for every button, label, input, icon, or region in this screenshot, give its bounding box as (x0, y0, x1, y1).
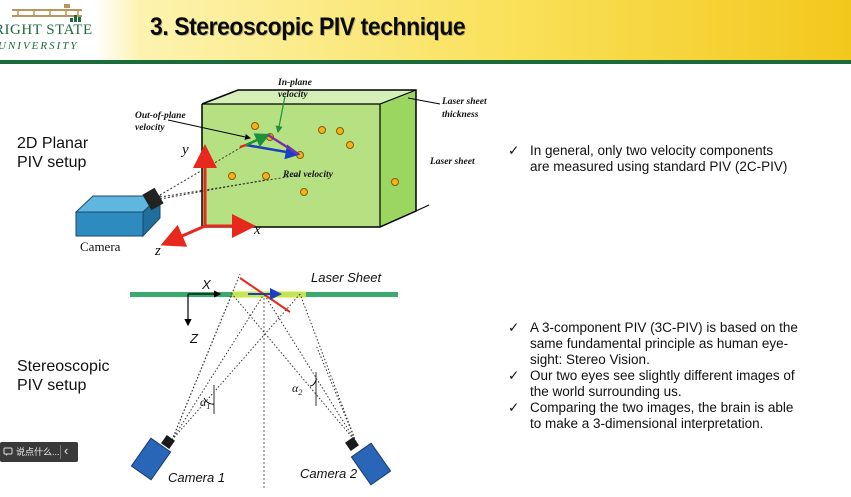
bullets-top: ✓ In general, only two velocity componen… (508, 143, 787, 175)
particle (300, 188, 308, 196)
axis-x-label-bottom: X (201, 277, 212, 292)
particle (318, 126, 326, 134)
alpha-2-symbol: α (292, 381, 299, 395)
real-velocity-label: Real velocity (282, 170, 334, 180)
alpha-2-sub: 2 (298, 388, 302, 397)
particle (391, 178, 399, 186)
axis-y-label: y (180, 142, 189, 158)
camera-label: Camera (80, 239, 121, 254)
axis-z-label: z (154, 243, 161, 259)
laser-sheet-label-bottom: Laser Sheet (311, 270, 382, 285)
bullet-line: In general, only two velocity components (530, 143, 774, 158)
bullet-line: Comparing the two images, the brain is a… (530, 400, 794, 415)
widget-divider (60, 445, 61, 459)
bullet-line: A 3-component PIV (3C-PIV) is based on t… (530, 320, 798, 335)
camera-rays (159, 144, 301, 200)
particle (262, 172, 270, 180)
camera-1-icon (130, 435, 175, 481)
planar-label-line1: 2D Planar (17, 135, 89, 152)
angle-arc-2 (309, 379, 317, 387)
header-bar (0, 0, 851, 62)
comment-widget[interactable]: 说点什么... ‹ (0, 442, 78, 462)
stereo-label-line2: PIV setup (17, 377, 87, 394)
planar-label-line2: PIV setup (17, 154, 87, 171)
alpha-1-sub: 1 (206, 402, 210, 411)
axes-xyz (160, 144, 256, 247)
in-plane-label-2: velocity (278, 90, 308, 100)
collapse-chevron-icon[interactable]: ‹ (64, 443, 69, 458)
bullet-item: ✓ In general, only two velocity componen… (508, 143, 787, 175)
particle (346, 141, 354, 149)
stereo-piv-label: Stereoscopic PIV setup (17, 357, 110, 395)
comment-icon (3, 447, 13, 456)
bullet-item: ✓ Our two eyes see slightly different im… (508, 368, 798, 400)
bullet-line: the world surrounding us. (530, 384, 682, 399)
bullets-bottom: ✓ A 3-component PIV (3C-PIV) is based on… (508, 320, 798, 432)
camera-2-icon (345, 437, 392, 486)
particle (228, 172, 236, 180)
bullet-item: ✓ Comparing the two images, the brain is… (508, 400, 798, 432)
laser-thickness-label-2: thickness (442, 110, 479, 120)
bullet-line: same fundamental principle as human eye- (530, 336, 789, 351)
particle (336, 127, 344, 135)
logo-text-line1: RIGHT STATE (0, 22, 93, 38)
bullet-item: ✓ A 3-component PIV (3C-PIV) is based on… (508, 320, 798, 368)
laser-sheet-label: Laser sheet (429, 157, 475, 167)
planar-piv-label: 2D Planar PIV setup (17, 134, 88, 172)
comment-placeholder[interactable]: 说点什么... (16, 447, 60, 457)
bullet-line: to make a 3-dimensional interpretation. (530, 416, 764, 431)
angle-arc-1 (203, 397, 215, 405)
stereo-label-line1: Stereoscopic (17, 358, 110, 375)
check-icon: ✓ (508, 320, 520, 335)
logo-text-line2: UNIVERSITY (0, 40, 79, 52)
particle (251, 122, 259, 130)
bottom-axes (184, 290, 222, 327)
stereo-rays (171, 273, 357, 443)
alpha-2-label: α2 (292, 381, 302, 397)
check-icon: ✓ (508, 368, 520, 383)
check-icon: ✓ (508, 400, 520, 415)
out-of-plane-label-2: velocity (135, 123, 165, 133)
wright-flyer-icon (12, 4, 82, 22)
slide-title: 3. Stereoscopic PIV technique (150, 13, 466, 41)
in-plane-label-1: In-plane (277, 78, 313, 88)
bullet-line: sight: Stereo Vision. (530, 352, 650, 367)
check-icon: ✓ (508, 143, 520, 158)
axis-z-label-bottom: Z (189, 331, 199, 346)
university-logo: RIGHT STATE UNIVERSITY (0, 0, 100, 60)
velocity-vectors (167, 95, 441, 160)
alpha-1-label: α1 (200, 395, 210, 411)
laser-volume (201, 89, 430, 228)
camera-2-label: Camera 2 (300, 466, 358, 481)
camera-1-label: Camera 1 (168, 470, 225, 485)
out-of-plane-label-1: Out-of-plane (135, 111, 186, 121)
bullet-line: Our two eyes see slightly different imag… (530, 368, 795, 383)
header-rule (0, 60, 851, 64)
bullet-line: are measured using standard PIV (2C-PIV) (530, 159, 788, 174)
axis-x-label: x (253, 222, 261, 238)
camera-icon (74, 187, 164, 238)
alpha-1-symbol: α (200, 395, 207, 409)
laser-thickness-label-1: Laser sheet (441, 97, 487, 107)
